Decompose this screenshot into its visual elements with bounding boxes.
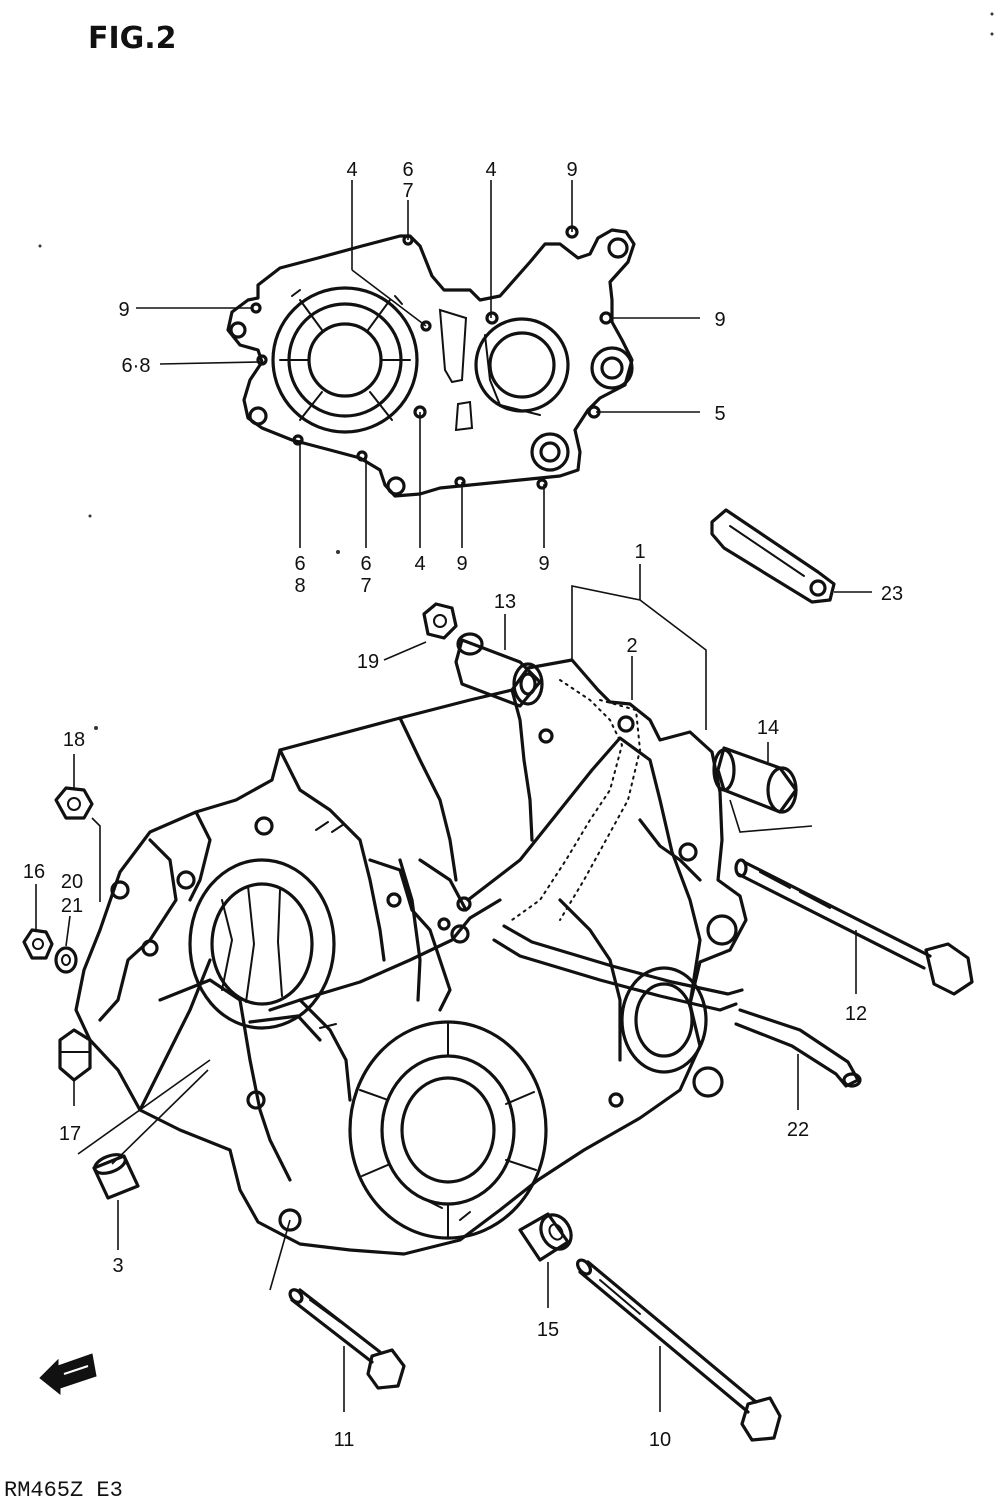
callout-14: 14 bbox=[757, 717, 779, 739]
callout-6-bottom-middle: 6 bbox=[360, 553, 371, 575]
washer-part-20-21 bbox=[54, 915, 78, 974]
callout-19: 19 bbox=[357, 651, 379, 673]
front-arrow-icon bbox=[39, 1353, 97, 1396]
callout-9-bottom-right: 9 bbox=[538, 553, 549, 575]
callout-18: 18 bbox=[63, 729, 85, 751]
dowel-part-15 bbox=[518, 1212, 573, 1308]
callout-23: 23 bbox=[881, 583, 903, 605]
callout-6-8-left: 6·8 bbox=[122, 355, 151, 377]
bushing-part-13 bbox=[454, 614, 544, 708]
callout-6-bottom-left: 6 bbox=[294, 553, 305, 575]
callout-1: 1 bbox=[634, 541, 645, 563]
callout-9-top: 9 bbox=[566, 159, 577, 181]
hose-part-22 bbox=[492, 924, 862, 1110]
leader-part-1 bbox=[571, 564, 707, 730]
callout-9-right: 9 bbox=[714, 309, 725, 331]
bracket-part-23 bbox=[710, 508, 872, 604]
callout-4-top-left: 4 bbox=[346, 159, 357, 181]
callout-20: 20 bbox=[61, 871, 83, 893]
callout-10: 10 bbox=[649, 1429, 671, 1451]
callout-12: 12 bbox=[845, 1003, 867, 1025]
callout-5-right: 5 bbox=[714, 403, 725, 425]
bolt-part-11 bbox=[269, 1219, 406, 1412]
callout-7-top: 7 bbox=[402, 180, 413, 202]
callout-22: 22 bbox=[787, 1119, 809, 1141]
nut-part-19 bbox=[383, 602, 458, 661]
bolt-part-12 bbox=[734, 858, 974, 996]
callout-9-left: 9 bbox=[118, 299, 129, 321]
callout-4-top-middle: 4 bbox=[485, 159, 496, 181]
callout-6-top: 6 bbox=[402, 159, 413, 181]
figure-title: FIG.2 bbox=[88, 21, 177, 56]
nut-part-16 bbox=[22, 884, 54, 960]
callout-4-bottom: 4 bbox=[414, 553, 425, 575]
callout-8-bottom-left: 8 bbox=[294, 575, 305, 597]
callout-21: 21 bbox=[61, 895, 83, 917]
cap-nut-part-17 bbox=[58, 1028, 211, 1155]
callout-11: 11 bbox=[334, 1429, 355, 1451]
callout-3: 3 bbox=[112, 1255, 123, 1277]
scan-specks bbox=[38, 12, 994, 730]
callout-17: 17 bbox=[59, 1123, 81, 1145]
dowel-part-3 bbox=[92, 1069, 209, 1250]
nut-part-18 bbox=[54, 754, 101, 902]
callout-15: 15 bbox=[537, 1319, 559, 1341]
callout-2: 2 bbox=[626, 635, 637, 657]
crankcase-assembly bbox=[74, 658, 748, 1256]
bolt-part-10 bbox=[575, 1258, 782, 1442]
callout-9-bottom-left: 9 bbox=[456, 553, 467, 575]
crankcase-gasket-outline bbox=[226, 225, 636, 498]
bushing-part-14 bbox=[712, 742, 813, 833]
callout-7-bottom-middle: 7 bbox=[360, 575, 371, 597]
callout-13: 13 bbox=[494, 591, 516, 613]
callout-16: 16 bbox=[23, 861, 45, 883]
model-code: RM465Z E3 bbox=[4, 1478, 123, 1503]
upper-leader-lines bbox=[136, 180, 700, 548]
